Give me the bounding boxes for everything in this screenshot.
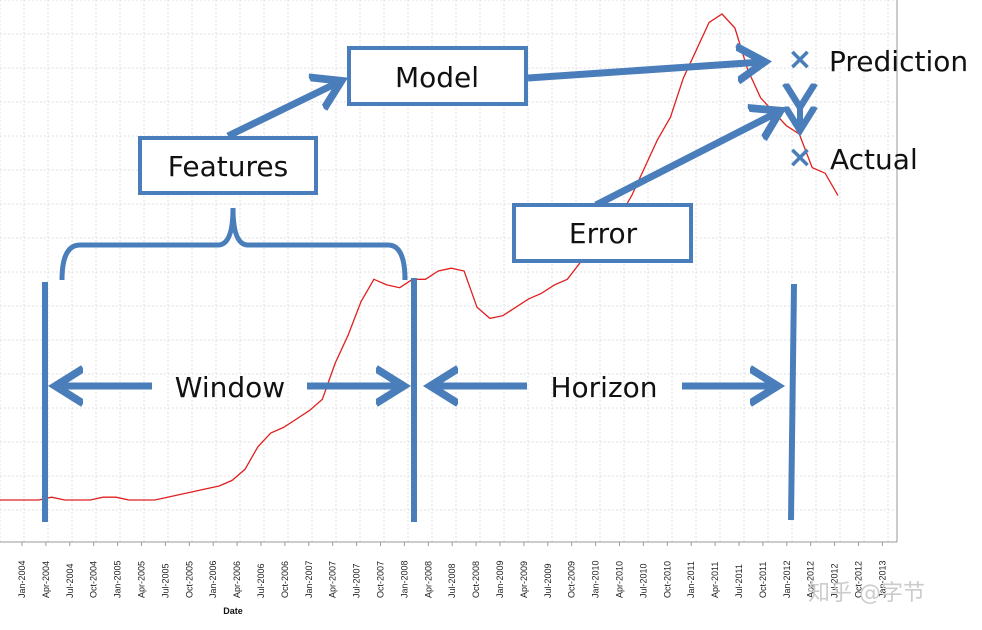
x-tick-label: Jul-2005	[160, 563, 170, 598]
horizon-label: Horizon	[550, 371, 657, 404]
features-to-model-arrow	[226, 82, 339, 140]
watermark: 知乎 @字节	[808, 581, 925, 606]
error-label: Error	[569, 217, 638, 250]
x-tick-label: Oct-2008	[471, 561, 481, 598]
x-tick-label: Jan-2008	[399, 560, 409, 598]
x-tick-label: Jan-2007	[304, 560, 314, 598]
x-tick-label: Jan-2005	[113, 560, 123, 598]
x-tick-label: Apr-2011	[710, 562, 720, 598]
x-tick-label: Apr-2005	[137, 561, 147, 598]
x-tick-label: Jan-2012	[782, 560, 792, 598]
x-tick-label: Oct-2010	[662, 561, 672, 598]
x-tick-label: Oct-2004	[89, 561, 99, 598]
x-tick-label: Jul-2007	[352, 563, 362, 598]
x-tick-label: Oct-2012	[854, 561, 864, 598]
x-axis-title: Date	[223, 606, 243, 616]
actual-label: Actual	[830, 143, 918, 176]
x-tick-label: Apr-2009	[519, 561, 529, 598]
error-box	[512, 203, 693, 263]
x-tick-label: Jan-2004	[17, 560, 27, 598]
x-tick-label: Oct-2005	[184, 561, 194, 598]
x-tick-label: Jan-2010	[591, 560, 601, 598]
x-tick-label: Jan-2006	[208, 560, 218, 598]
x-tick-label: Apr-2008	[423, 561, 433, 598]
x-tick-label: Oct-2011	[758, 562, 768, 598]
x-tick-label: Jan-2013	[877, 560, 887, 598]
x-tick-label: Jul-2011	[734, 564, 744, 598]
x-tick-label: Apr-2006	[232, 561, 242, 598]
x-tick-label: Apr-2010	[615, 561, 625, 598]
series-line	[0, 13, 839, 501]
model-to-prediction-arrow	[527, 62, 762, 78]
x-tick-label: Oct-2007	[376, 561, 386, 598]
x-tick-label: Oct-2009	[567, 561, 577, 598]
features-brace	[59, 207, 408, 281]
x-tick-label: Jul-2008	[447, 563, 457, 598]
x-tick-label: Jan-2011	[686, 561, 696, 598]
x-tick-label: Jan-2009	[495, 560, 505, 598]
x-tick-label: Apr-2007	[328, 561, 338, 598]
error-to-gap-arrow	[594, 112, 778, 209]
x-tick-label: Jul-2009	[543, 563, 553, 598]
x-tick-label: Jul-2006	[256, 563, 266, 598]
x-tick-label: Apr-2004	[41, 561, 51, 598]
actual-marker: ×	[787, 140, 812, 175]
model-label: Model	[395, 61, 479, 94]
x-tick-label: Jul-2012	[830, 563, 840, 598]
x-tick-label: Oct-2006	[280, 561, 290, 598]
window-label: Window	[175, 371, 285, 404]
features-box	[138, 136, 318, 195]
x-tick-label: Jul-2004	[65, 563, 75, 598]
x-tick-label: Apr-2012	[806, 561, 816, 598]
x-tick-labels: Jan-2004 Apr-2004 Jul-2004 Oct-2004 Jan-2005…	[17, 542, 887, 598]
prediction-marker: ×	[787, 42, 812, 77]
x-tick-label: Jul-2010	[638, 563, 648, 598]
model-box	[347, 46, 528, 106]
prediction-label: Prediction	[829, 45, 968, 78]
features-label: Features	[168, 150, 288, 183]
horizon-end-line	[788, 283, 797, 521]
